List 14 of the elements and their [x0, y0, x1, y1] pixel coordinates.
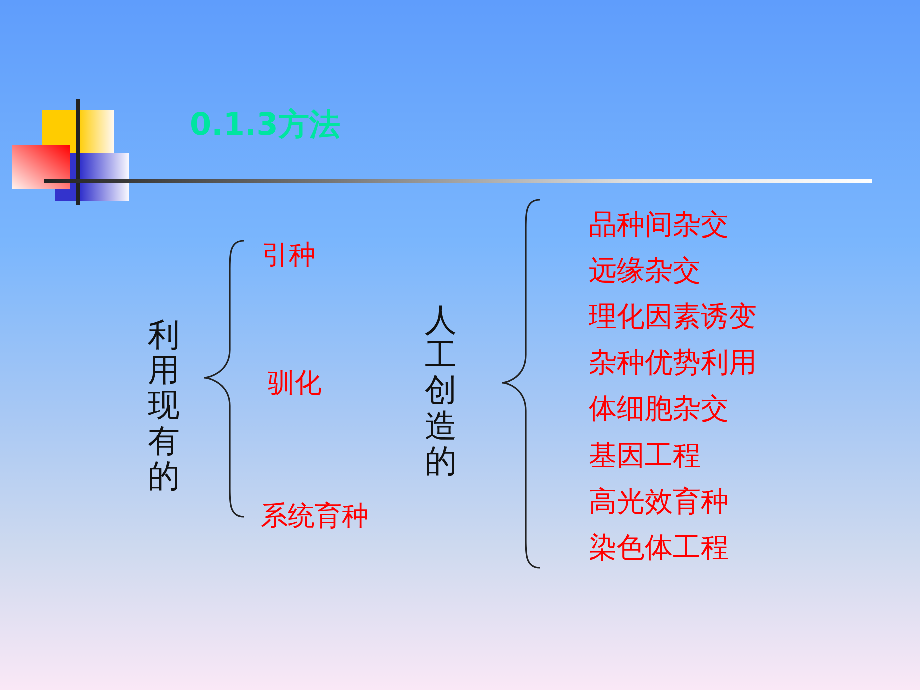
group-heading: 人工创造的: [425, 303, 457, 479]
slide-title: 0.1.3方法: [190, 110, 340, 141]
method-item: 染色体工程: [589, 534, 729, 562]
method-item: 高光效育种: [589, 488, 729, 516]
method-item: 杂种优势利用: [589, 349, 757, 378]
method-item: 理化因素诱变: [589, 303, 757, 332]
method-item: 基因工程: [589, 442, 701, 470]
method-item: 系统育种: [261, 503, 369, 530]
group-heading: 利用现有的: [148, 318, 180, 494]
method-item: 引种: [262, 242, 316, 269]
method-item: 体细胞杂交: [589, 395, 729, 424]
method-item: 品种间杂交: [589, 211, 729, 239]
method-item: 驯化: [268, 370, 322, 397]
method-item: 远缘杂交: [589, 257, 701, 286]
